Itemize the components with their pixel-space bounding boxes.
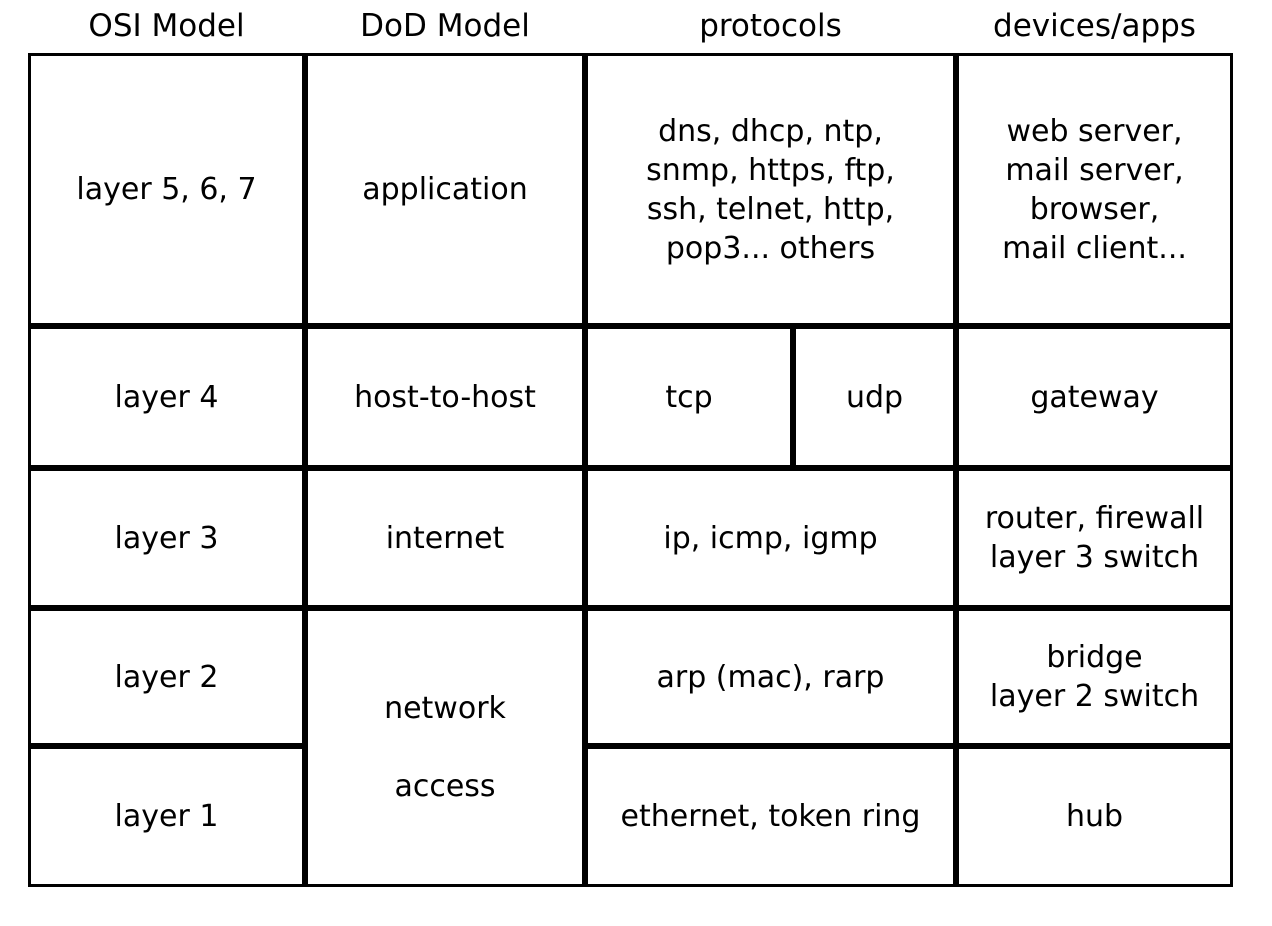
cell-dod-network-access: network access [305,608,585,887]
cell-protocols-layer-2: arp (mac), rarp [585,608,956,746]
cell-protocols-udp: udp [793,326,956,468]
column-header-dod-model: DoD Model [360,8,530,44]
cell-osi-layer-567: layer 5, 6, 7 [28,53,305,326]
cell-protocols-tcp: tcp [585,326,793,468]
cell-text: layer 1 [114,799,219,834]
column-headers: OSI Model DoD Model protocols devices/ap… [28,0,1233,53]
cell-osi-layer-4: layer 4 [28,326,305,468]
cell-text: layer 4 [114,379,219,415]
cell-osi-layer-2: layer 2 [28,608,305,746]
cell-osi-layer-3: layer 3 [28,468,305,608]
cell-devices-application: web server, mail server, browser, mail c… [956,53,1233,326]
column-header-protocols: protocols [699,8,842,44]
cell-protocols-application: dns, dhcp, ntp, snmp, https, ftp, ssh, t… [585,53,956,326]
cell-text: router, firewall layer 3 switch [984,501,1205,575]
layer-table: layer 5, 6, 7 application dns, dhcp, ntp… [28,53,1233,887]
cell-text: dns, dhcp, ntp, snmp, https, ftp, ssh, t… [646,113,895,266]
cell-text: udp [845,379,904,415]
cell-text: hub [1065,799,1124,834]
cell-text: bridge layer 2 switch [989,640,1200,714]
cell-text: layer 5, 6, 7 [76,172,257,207]
cell-devices-layer-2: bridge layer 2 switch [956,608,1233,746]
cell-dod-internet: internet [305,468,585,608]
cell-text: network access [384,691,506,804]
cell-text: host-to-host [354,379,536,415]
cell-devices-gateway: gateway [956,326,1233,468]
cell-text: layer 3 [114,520,219,556]
cell-text: layer 2 [114,659,219,695]
cell-osi-layer-1: layer 1 [28,746,305,887]
cell-protocols-layer-1: ethernet, token ring [585,746,956,887]
cell-text: application [362,172,528,207]
cell-text: web server, mail server, browser, mail c… [1002,113,1187,266]
cell-text: ethernet, token ring [620,799,921,834]
column-header-devices-apps: devices/apps [993,8,1196,44]
cell-dod-host-to-host: host-to-host [305,326,585,468]
cell-text: gateway [1030,379,1159,415]
cell-text: ip, icmp, igmp [663,520,878,556]
cell-text: arp (mac), rarp [656,659,885,695]
cell-text: tcp [665,379,713,415]
cell-devices-layer-1: hub [956,746,1233,887]
cell-dod-application: application [305,53,585,326]
cell-protocols-internet: ip, icmp, igmp [585,468,956,608]
cell-devices-internet: router, firewall layer 3 switch [956,468,1233,608]
column-header-osi-model: OSI Model [88,8,245,44]
cell-text: internet [385,520,505,556]
